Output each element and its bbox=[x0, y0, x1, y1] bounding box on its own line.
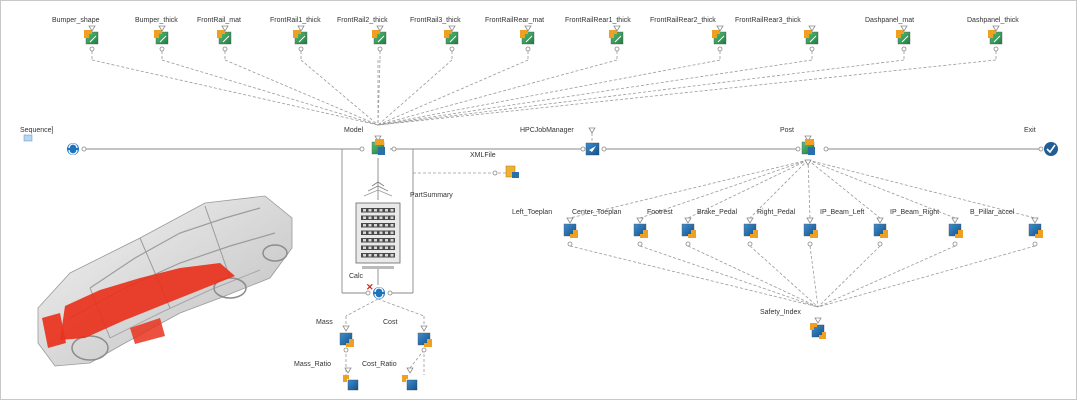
exit-check-icon[interactable] bbox=[1044, 142, 1058, 156]
input-node-icon-5[interactable] bbox=[372, 30, 387, 45]
input-label-1: Bumper_shape bbox=[52, 17, 100, 24]
mass-node-icon[interactable] bbox=[339, 332, 354, 347]
mass-label: Mass bbox=[316, 319, 333, 326]
input-node-icon-10[interactable] bbox=[804, 30, 819, 45]
input-node-icon-6[interactable] bbox=[444, 30, 459, 45]
output-node-icon-5[interactable] bbox=[803, 223, 818, 238]
input-node-icon-9[interactable] bbox=[712, 30, 727, 45]
input-node-icon-7[interactable] bbox=[520, 30, 535, 45]
input-node-icon-12[interactable] bbox=[988, 30, 1003, 45]
output-label-8: B_Pillar_accel bbox=[970, 209, 1015, 216]
mass-ratio-icon[interactable] bbox=[343, 375, 359, 391]
post-node-icon[interactable] bbox=[801, 139, 815, 155]
input-label-8: FrontRailRear1_thick bbox=[565, 17, 631, 24]
mass-ratio-label: Mass_Ratio bbox=[294, 361, 331, 368]
cost-label: Cost bbox=[383, 319, 398, 326]
sequence-start-icon[interactable] bbox=[67, 143, 79, 155]
input-node-icon-2[interactable] bbox=[154, 30, 169, 45]
safety-index-icon[interactable] bbox=[810, 323, 826, 339]
input-node-icon-11[interactable] bbox=[896, 30, 911, 45]
input-label-7: FrontRailRear_mat bbox=[485, 17, 545, 24]
xmlfile-node-icon[interactable] bbox=[505, 165, 519, 178]
input-node-icon-4[interactable] bbox=[293, 30, 308, 45]
input-label-11: Dashpanel_mat bbox=[865, 17, 915, 24]
input-node-icon-3[interactable] bbox=[217, 30, 232, 45]
output-node-icon-2[interactable] bbox=[633, 223, 648, 238]
model-node-icon[interactable] bbox=[371, 139, 385, 155]
model-label: Model bbox=[344, 127, 364, 134]
cost-ratio-icon[interactable] bbox=[402, 375, 418, 391]
input-label-5: FrontRail2_thick bbox=[337, 17, 388, 24]
input-label-6: FrontRail3_thick bbox=[410, 17, 461, 24]
input-label-3: FrontRail_mat bbox=[197, 17, 241, 24]
output-label-6: IP_Beam_Left bbox=[820, 209, 865, 216]
output-label-1: Left_Toeplan bbox=[512, 209, 553, 216]
calc-error-icon: ✕ bbox=[366, 282, 374, 292]
output-node-icon-7[interactable] bbox=[948, 223, 963, 238]
input-label-2: Bumper_thick bbox=[135, 17, 178, 24]
input-label-12: Dashpanel_thick bbox=[967, 17, 1019, 24]
output-label-4: Brake_Pedal bbox=[697, 209, 738, 216]
output-node-icon-3[interactable] bbox=[681, 223, 696, 238]
output-node-icon-8[interactable] bbox=[1028, 223, 1043, 238]
car-body-image bbox=[37, 195, 293, 367]
calc-label: Calc bbox=[349, 273, 364, 280]
cost-node-icon[interactable] bbox=[417, 332, 432, 347]
input-node-icon-1[interactable] bbox=[84, 30, 99, 45]
input-node-icon-8[interactable] bbox=[609, 30, 624, 45]
output-label-3: Footrest bbox=[647, 209, 673, 216]
input-label-9: FrontRailRear2_thick bbox=[650, 17, 716, 24]
output-label-5: Right_Pedal bbox=[757, 209, 796, 216]
input-label-10: FrontRailRear3_thick bbox=[735, 17, 801, 24]
post-label: Post bbox=[780, 127, 795, 134]
sequence-label: Sequence] bbox=[20, 127, 54, 134]
output-label-2: Center_Toeplan bbox=[572, 209, 622, 216]
hpc-job-manager-icon[interactable] bbox=[585, 142, 600, 156]
calc-node-icon[interactable]: ✕ bbox=[366, 282, 385, 299]
sequence-magnifier-icon bbox=[23, 134, 33, 142]
input-label-4: FrontRail1_thick bbox=[270, 17, 321, 24]
output-node-icon-4[interactable] bbox=[743, 223, 758, 238]
output-label-7: IP_Beam_Right bbox=[890, 209, 940, 216]
cost-ratio-label: Cost_Ratio bbox=[362, 361, 397, 368]
exit-label: Exit bbox=[1024, 127, 1036, 134]
safety-index-label: Safety_Index bbox=[760, 309, 801, 316]
hpc-job-manager-label: HPCJobManager bbox=[520, 127, 574, 134]
part-summary-label: PartSummary bbox=[410, 192, 453, 199]
output-node-icon-1[interactable] bbox=[563, 223, 578, 238]
xmlfile-label: XMLFile bbox=[470, 152, 496, 159]
output-node-icon-6[interactable] bbox=[873, 223, 888, 238]
part-summary-stack-icon bbox=[355, 181, 401, 269]
